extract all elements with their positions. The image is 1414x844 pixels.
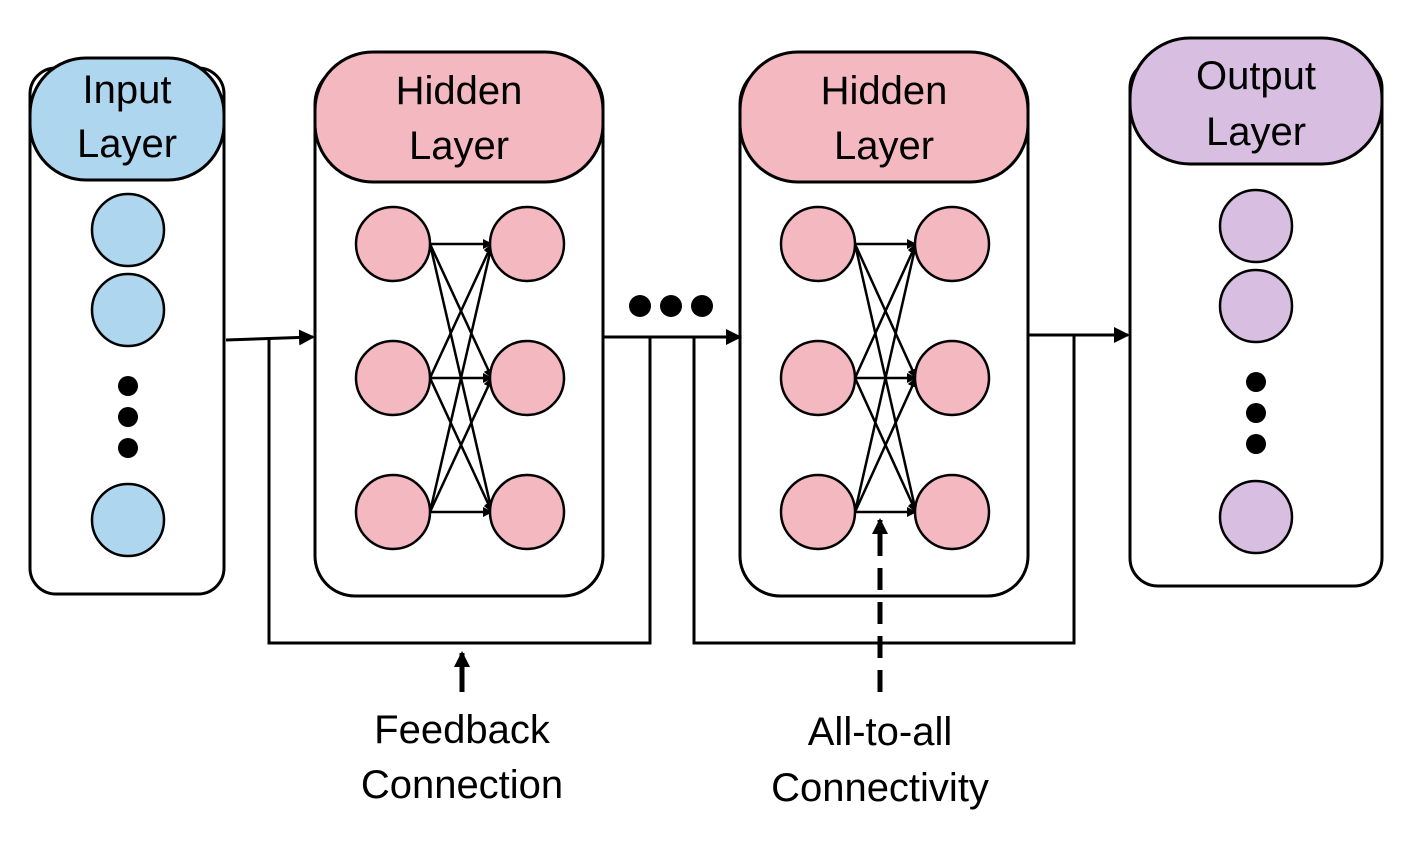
hidden-layer-1-title-line2: Layer <box>409 124 509 168</box>
hidden-layer-2: Hidden Layer <box>738 50 1030 598</box>
connection-arrow <box>853 377 918 513</box>
hidden-layer-2-connections <box>853 239 919 517</box>
ellipsis-dot <box>1246 372 1266 392</box>
layer-flow <box>225 327 1130 645</box>
connection-arrow <box>853 243 919 513</box>
input-layer: Input Layer <box>28 56 226 596</box>
output-layer-title-line2: Layer <box>1206 110 1306 154</box>
connection-arrow <box>428 377 494 513</box>
all-to-all-label-line2: Connectivity <box>771 766 989 810</box>
ellipsis-dot <box>660 295 682 317</box>
ellipsis-dot <box>629 295 651 317</box>
connection-arrow <box>428 243 495 513</box>
feedback-label-line1: Feedback <box>374 708 551 752</box>
hidden-layer-2-title-line2: Layer <box>834 124 934 168</box>
ellipsis-dot <box>118 438 138 458</box>
hidden-neuron <box>354 205 432 283</box>
hidden-neuron <box>779 205 857 283</box>
ellipsis-dot <box>1246 403 1266 423</box>
hidden-layer-1-connections <box>428 239 495 517</box>
output-layer-header <box>1128 36 1384 166</box>
hidden-neuron <box>354 473 432 551</box>
hidden-neuron <box>779 339 857 417</box>
hidden-neuron <box>779 473 857 551</box>
hidden-layer-1: Hidden Layer <box>313 50 605 598</box>
hidden-neuron <box>913 205 991 283</box>
output-layer: Output Layer <box>1128 36 1384 588</box>
feedback-annotation: Feedback Connection <box>361 651 563 807</box>
all-to-all-label-line1: All-to-all <box>808 710 952 754</box>
hidden-neuron <box>913 339 991 417</box>
input-layer-title-line2: Layer <box>77 122 177 166</box>
input-neuron <box>90 482 166 558</box>
ellipsis-dot <box>691 295 713 317</box>
input-neuron <box>90 272 166 348</box>
connection-arrow <box>428 243 494 379</box>
output-layer-title-line1: Output <box>1196 54 1316 98</box>
ellipsis-dot <box>118 407 138 427</box>
feedback-loop-1 <box>267 337 652 645</box>
output-neuron <box>1218 188 1294 264</box>
layers-ellipsis <box>629 295 713 317</box>
hidden-neuron <box>913 473 991 551</box>
feedback-loop-2 <box>692 335 1076 645</box>
ellipsis-dot <box>118 376 138 396</box>
input-layer-header <box>28 56 226 182</box>
connection-arrow <box>853 243 918 379</box>
hidden-layer-1-title-line1: Hidden <box>396 69 523 113</box>
hidden-neuron <box>354 339 432 417</box>
hidden-neuron <box>488 339 566 417</box>
output-neuron <box>1218 268 1294 344</box>
feedback-label-line2: Connection <box>361 763 563 807</box>
input-layer-title-line1: Input <box>83 68 172 112</box>
hidden-layer-2-title-line1: Hidden <box>821 69 948 113</box>
ellipsis-dot <box>1246 434 1266 454</box>
hidden-layer-1-header <box>313 50 605 184</box>
input-neuron <box>90 192 166 268</box>
output-neuron <box>1218 479 1294 555</box>
hidden-layer-2-header <box>738 50 1030 184</box>
all-to-all-annotation: All-to-all Connectivity <box>771 518 989 810</box>
hidden-neuron <box>488 473 566 551</box>
hidden-neuron <box>488 205 566 283</box>
